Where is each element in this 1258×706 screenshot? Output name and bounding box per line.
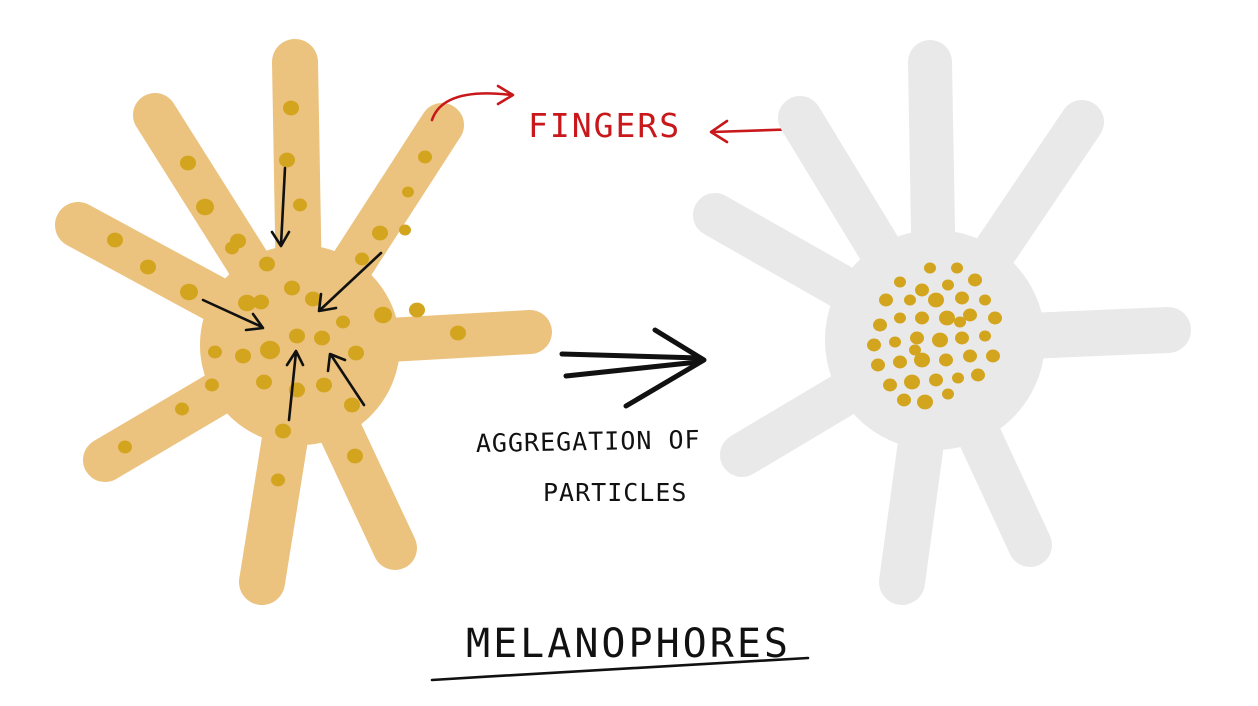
pigment-granule — [897, 393, 911, 407]
pigment-granule — [955, 291, 969, 305]
pigment-granule — [107, 232, 123, 248]
pigment-granule — [871, 358, 885, 372]
pigment-granule — [893, 355, 907, 369]
pigment-granule — [344, 397, 360, 413]
pigment-granule — [986, 349, 1000, 363]
pigment-granule — [915, 283, 929, 297]
pigment-granule — [256, 374, 272, 390]
pigment-granule — [305, 291, 321, 307]
pigment-granule — [904, 374, 920, 390]
pigment-granule — [988, 311, 1002, 325]
fingers-annotation: FINGERS — [430, 84, 803, 145]
pigment-granule — [196, 198, 214, 216]
melanophore-aggregated — [693, 40, 1191, 605]
pigment-granule — [374, 306, 392, 324]
pigment-granule — [450, 325, 466, 341]
pigment-granule — [915, 311, 929, 325]
pigment-granule — [399, 224, 411, 236]
pigment-granule — [348, 345, 364, 361]
pigment-granule — [952, 372, 964, 384]
pigment-granule — [409, 302, 425, 318]
pigment-granule — [979, 294, 991, 306]
pigment-granule — [963, 308, 977, 322]
pigment-granule — [316, 377, 332, 393]
pigment-granule — [283, 100, 299, 116]
pigment-granule — [180, 283, 198, 301]
pigment-granule — [955, 331, 969, 345]
melanophore-dispersed — [55, 39, 552, 605]
pigment-granule — [402, 186, 414, 198]
pigment-granule — [208, 345, 222, 359]
pigment-granule — [928, 292, 944, 308]
pigment-granule — [347, 448, 363, 464]
pigment-granule — [929, 373, 943, 387]
pigment-granule — [883, 378, 897, 392]
pigment-granules-dispersed — [107, 100, 466, 487]
pigment-granule — [238, 294, 256, 312]
pigment-granule — [942, 279, 954, 291]
pigment-granule — [942, 388, 954, 400]
pigment-granule — [932, 332, 948, 348]
pigment-granule — [355, 252, 369, 266]
cell-body-dispersed — [55, 39, 552, 605]
transition-arrow-icon — [559, 327, 707, 409]
inward-arrows — [201, 166, 383, 422]
pigment-granule — [954, 316, 966, 328]
title-underline — [430, 656, 810, 682]
pigment-granule — [140, 259, 156, 275]
pigment-granule — [293, 198, 307, 212]
pigment-granule — [894, 276, 906, 288]
pigment-granule — [979, 330, 991, 342]
pigment-granule — [253, 294, 269, 310]
pigment-granule — [889, 336, 901, 348]
pigment-granule — [968, 273, 982, 287]
pigment-granule — [879, 293, 893, 307]
pigment-granule — [180, 155, 196, 171]
pigment-granule — [909, 344, 921, 356]
pigment-granules-aggregated — [867, 262, 1002, 410]
pigment-granule — [951, 262, 963, 274]
fingers-arrow-left-icon — [430, 84, 515, 122]
pigment-granule — [225, 241, 239, 255]
pigment-granule — [314, 330, 330, 346]
pigment-granule — [259, 256, 275, 272]
pigment-granule — [910, 331, 924, 345]
pigment-granule — [118, 440, 132, 454]
pigment-granule — [904, 294, 916, 306]
diagram-title: MELANOPHORES — [466, 621, 791, 667]
fingers-label: FINGERS — [528, 106, 681, 145]
aggregation-label-line2: PARTICLES — [543, 478, 687, 507]
aggregation-label-line1: AGGREGATION OF — [476, 425, 701, 458]
pigment-granule — [914, 352, 930, 368]
pigment-granule — [873, 318, 887, 332]
pigment-granule — [175, 402, 189, 416]
pigment-granule — [939, 353, 953, 367]
pigment-granule — [205, 378, 219, 392]
pigment-granule — [260, 340, 280, 360]
pigment-granule — [924, 262, 936, 274]
pigment-granule — [939, 310, 955, 326]
pigment-granule — [284, 280, 300, 296]
pigment-granule — [235, 348, 251, 364]
pigment-granule — [289, 328, 305, 344]
pigment-granule — [971, 368, 985, 382]
pigment-granule — [418, 150, 432, 164]
pigment-granule — [271, 473, 285, 487]
pigment-granule — [275, 423, 291, 439]
pigment-granule — [894, 312, 906, 324]
pigment-granule — [336, 315, 350, 329]
pigment-granule — [279, 152, 295, 168]
pigment-granule — [917, 394, 933, 410]
pigment-granule — [372, 225, 388, 241]
pigment-granule — [963, 349, 977, 363]
pigment-granule — [867, 338, 881, 352]
